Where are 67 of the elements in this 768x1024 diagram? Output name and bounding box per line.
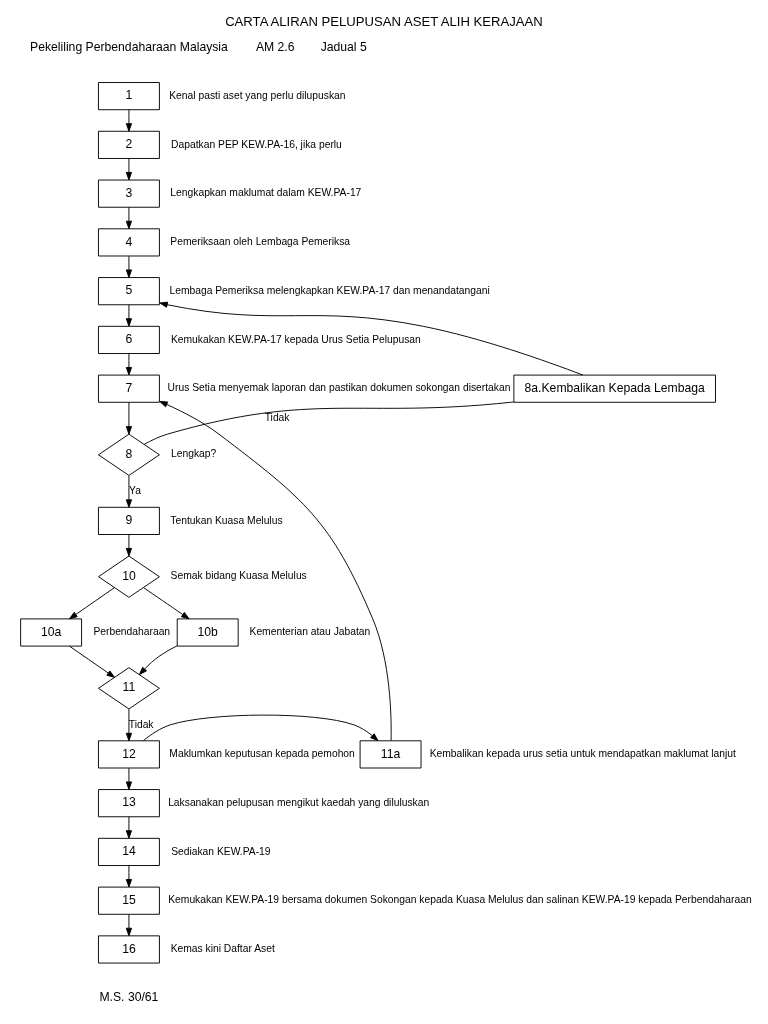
node-label: Dapatkan PEP KEW.PA-16, jika perlu <box>171 138 342 150</box>
node-box: 3 <box>98 179 160 208</box>
node-label: Sediakan KEW.PA-19 <box>171 845 271 857</box>
edge-label: Tidak <box>128 718 154 730</box>
arrow <box>125 767 133 790</box>
node-label: Kemukakan KEW.PA-19 bersama dokumen Sokongan kepada Kuasa Melulus dan salinan KEW.PA-19 kepada Perbendaharaan <box>168 894 752 906</box>
node-box: 6 <box>98 325 160 354</box>
arrow <box>125 475 133 508</box>
node-box: 16 <box>98 935 160 964</box>
node-box: 7 <box>98 374 160 403</box>
node-label: Laksanakan pelupusan mengikut kaedah yang diluluskan <box>168 796 430 808</box>
node-box: 14 <box>98 837 160 866</box>
arrow <box>69 645 115 678</box>
node-box: 11a <box>359 740 422 769</box>
label: AM 2.6 <box>255 39 295 54</box>
node-label: Lengkap? <box>171 448 217 460</box>
node-label: Maklumkan keputusan kepada pemohon <box>169 748 355 760</box>
node-label: Pemeriksaan oleh Lembaga Pemeriksa <box>170 236 351 248</box>
arrow <box>142 714 379 742</box>
node-diamond: 10 <box>98 555 160 598</box>
node-label: Kembalikan kepada urus setia untuk mendapatkan maklumat lanjut <box>429 748 736 760</box>
arrow <box>125 865 133 888</box>
arrow <box>69 587 115 620</box>
node-box: 10b <box>176 618 239 647</box>
node-box: 13 <box>98 789 160 818</box>
label: Pekeliling Perbendaharaan Malaysia <box>30 39 228 54</box>
node-label: Semak bidang Kuasa Melulus <box>170 570 307 582</box>
connector <box>143 401 515 445</box>
node-label: Kementerian atau Jabatan <box>249 626 371 638</box>
node-box: 5 <box>98 277 160 306</box>
node-box: 2 <box>98 130 160 159</box>
node-label: Lembaga Pemeriksa melengkapkan KEW.PA-17 dan menandatangani <box>169 284 490 296</box>
node-label: Tentukan Kuasa Melulus <box>170 514 283 526</box>
arrow <box>143 587 190 620</box>
node-label: Urus Setia menyemak laporan dan pastikan dokumen sokongan disertakan <box>167 382 511 394</box>
edge-label: Tidak <box>264 411 290 423</box>
node-box: 1 <box>98 82 160 111</box>
node-label: Lengkapkan maklumat dalam KEW.PA-17 <box>170 187 362 199</box>
node-label: Kenal pasti aset yang perlu dilupuskan <box>169 89 346 101</box>
arrow <box>125 913 133 937</box>
arrow <box>125 708 133 742</box>
node-label: Perbendaharaan <box>93 626 171 638</box>
arrow <box>125 353 133 376</box>
arrow <box>125 206 133 230</box>
node-box: 12 <box>98 740 160 769</box>
node-label: Kemas kini Daftar Aset <box>170 943 275 955</box>
node-diamond: 8 <box>98 433 160 476</box>
arrow <box>125 109 133 132</box>
arrow <box>125 158 133 181</box>
arrow <box>125 401 133 435</box>
edge-label: Ya <box>129 485 141 496</box>
label: M.S. 30/61 <box>99 990 159 1005</box>
arrow <box>125 255 133 278</box>
node-box: 9 <box>98 506 160 535</box>
arrow <box>159 301 584 376</box>
arrow <box>125 534 133 557</box>
node-box: 8a.Kembalikan Kepada Lembaga <box>513 374 716 403</box>
arrow <box>159 400 392 742</box>
node-label: Kemukakan KEW.PA-17 kepada Urus Setia Pelupusan <box>170 333 421 345</box>
label: Jadual 5 <box>320 39 367 54</box>
diagram-title: CARTA ALIRAN PELUPUSAN ASET ALIH KERAJAAN <box>225 14 543 30</box>
node-box: 10a <box>20 618 83 647</box>
node-box: 15 <box>98 886 160 915</box>
node-box: 4 <box>98 228 160 257</box>
arrow <box>125 304 133 327</box>
arrow <box>125 816 133 839</box>
arrow <box>138 645 178 675</box>
